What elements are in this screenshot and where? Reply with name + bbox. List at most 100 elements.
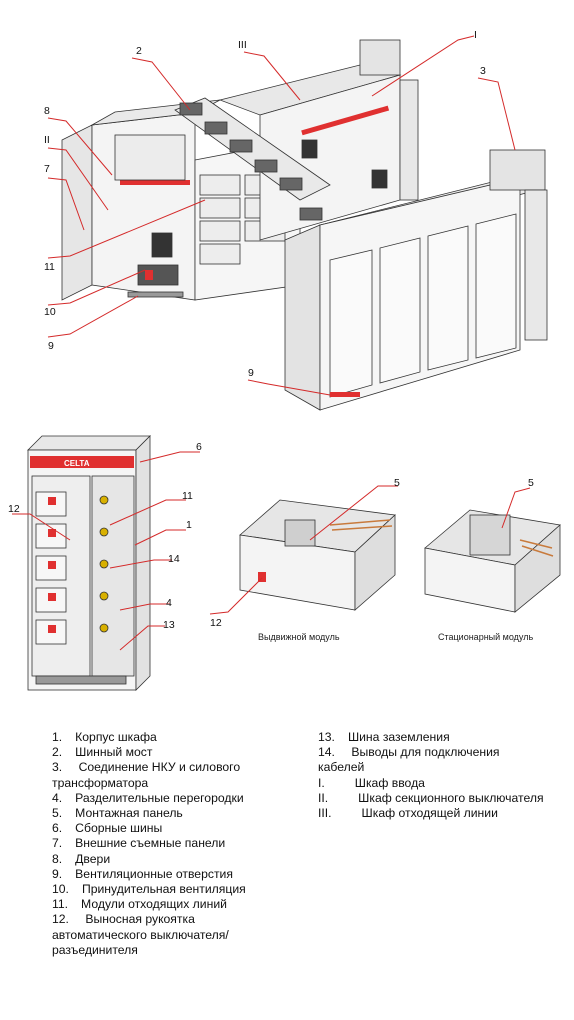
callout-I: I <box>474 29 477 41</box>
cabinet-handle-5 <box>48 625 56 633</box>
legend-item-8: 8. Двери <box>52 851 111 866</box>
callout-14: 14 <box>168 553 180 565</box>
callout-1-cabinet: 1 <box>186 519 192 531</box>
callout-II: II <box>44 134 50 146</box>
leader-13 <box>119 625 165 651</box>
withdrawable-cable-1 <box>329 519 391 526</box>
front-cabinet-door-2 <box>379 237 421 384</box>
callout-6: 6 <box>196 441 202 453</box>
front-cabinet-door-4 <box>475 213 517 359</box>
stationary-cable-1 <box>519 539 553 549</box>
cabinet-callout-labels: 6 11 12 1 14 4 13 <box>8 441 202 631</box>
stationary-caption: Стационарный модуль <box>438 632 533 642</box>
cable-terminal-4 <box>99 591 109 601</box>
cable-terminal-2 <box>99 527 109 537</box>
leader-12-cabinet <box>12 513 71 541</box>
bridge-grille-1 <box>179 102 203 116</box>
legend-left-column: 1. Корпус шкафа 2. Шинный мост 3. Соедин… <box>52 730 312 958</box>
cabinet-handle-3 <box>48 561 56 569</box>
callout-13: 13 <box>163 619 175 631</box>
leader-4 <box>119 603 170 611</box>
leader-III <box>243 51 301 101</box>
vertical-duct-I <box>399 79 419 201</box>
legend-item-2: 2. Шинный мост <box>52 745 153 760</box>
legend-item-5: 5. Монтажная панель <box>52 806 183 821</box>
callout-5-withdrawable: 5 <box>394 477 400 489</box>
leader-I <box>371 35 475 97</box>
legend-item-10: 10. Принудительная вентиляция <box>52 882 246 897</box>
callout-7: 7 <box>44 163 50 175</box>
breaker-handle-2 <box>371 169 388 189</box>
cabinet-callout-leaders <box>12 451 200 651</box>
callout-10: 10 <box>44 306 56 318</box>
legend-item-6: 6. Сборные шины <box>52 821 163 836</box>
left-cabinet-top-box <box>114 134 186 181</box>
bridge-grille-4 <box>254 159 278 173</box>
bridge-grille-6 <box>299 207 323 221</box>
callout-11-top: 11 <box>44 261 55 273</box>
bridge-grille-3 <box>229 139 253 153</box>
leader-5-withdrawable <box>309 485 398 541</box>
left-cabinet-red-strip <box>120 180 190 185</box>
switchgear-assembly-drawing <box>61 39 548 411</box>
callout-8: 8 <box>44 105 50 117</box>
leader-II <box>47 147 109 211</box>
cable-terminal-5 <box>99 623 109 633</box>
leader-2 <box>131 57 191 111</box>
callout-9-left: 9 <box>48 340 54 352</box>
withdrawable-cable-2 <box>331 525 393 531</box>
stationary-module-drawing <box>424 509 561 613</box>
callout-3: 3 <box>480 65 486 77</box>
callout-11-cabinet: 11 <box>182 490 193 502</box>
leader-9-right <box>247 379 331 396</box>
callout-12-withdrawable: 12 <box>210 617 222 629</box>
callout-4: 4 <box>166 597 172 609</box>
vertical-duct-right <box>524 189 548 341</box>
cabinet-busbar-column <box>91 475 135 677</box>
middle-cabinet-module-2 <box>199 197 241 219</box>
withdrawable-leaders <box>209 485 398 615</box>
left-bottom-vent <box>127 291 184 298</box>
withdrawable-module-drawing <box>239 499 396 611</box>
legend-item-13: 13. Шина заземления <box>318 730 450 744</box>
breaker-handle-1 <box>301 139 318 159</box>
cabinet-handle-1 <box>48 497 56 505</box>
leader-1-cabinet <box>134 529 186 546</box>
callout-5-stationary: 5 <box>528 477 534 489</box>
stationary-cable-2 <box>521 545 554 557</box>
legend-item-14: 14. Выводы для подключения кабелей <box>318 745 500 775</box>
leader-11-top <box>47 199 206 259</box>
leader-8 <box>47 117 113 176</box>
cabinet-handle-2 <box>48 529 56 537</box>
leader-11-cabinet <box>109 499 186 526</box>
single-cabinet-drawing: CELTA <box>27 435 151 691</box>
cabinet-brand-strip <box>30 456 134 468</box>
legend-item-1: 1. Корпус шкафа <box>52 730 157 744</box>
cable-terminal-3 <box>99 559 109 569</box>
back-row-red-strip <box>301 105 390 136</box>
callout-2: 2 <box>136 45 142 57</box>
top-callout-labels: 2 III I 3 8 II 7 11 10 9 9 <box>44 29 486 379</box>
cable-terminal-1 <box>99 495 109 505</box>
leader-5-stationary <box>501 487 531 529</box>
callout-9-right: 9 <box>248 367 254 379</box>
busbar-bridge-box-I <box>359 39 401 76</box>
leader-6 <box>139 451 200 463</box>
cabinet-side <box>135 435 151 691</box>
legend-item-3: 3. Соединение НКУ и силового трансформат… <box>52 760 241 790</box>
cabinet-brand: CELTA <box>64 459 90 468</box>
stationary-leaders <box>501 487 531 529</box>
callout-III: III <box>238 39 247 51</box>
legend-item-12: 12. Выносная рукоятка автоматического вы… <box>52 912 229 957</box>
front-row-bottom-vent <box>330 392 360 397</box>
legend-item-II: II. Шкаф секционного выключателя <box>318 790 544 805</box>
bridge-grille-5 <box>279 177 303 191</box>
middle-cabinet-module-3 <box>199 220 241 242</box>
top-callout-leaders <box>47 35 516 396</box>
legend-item-III: III. Шкаф отходящей линии <box>318 806 498 821</box>
leader-14 <box>109 559 172 569</box>
front-cabinet-door-3 <box>427 225 469 371</box>
withdrawable-handle <box>258 572 266 582</box>
legend-item-9: 9. Вентиляционные отверстия <box>52 866 233 881</box>
leader-10 <box>47 269 146 306</box>
